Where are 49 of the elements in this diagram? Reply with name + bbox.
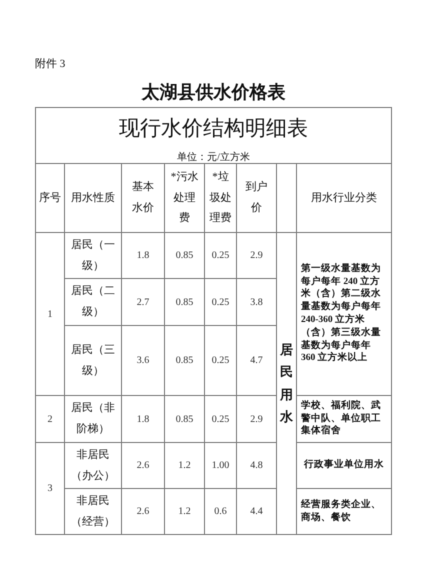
price-value: 2.6 xyxy=(136,506,150,517)
water-category: 居民（二级） xyxy=(70,284,116,320)
usage-description: 学校、福利院、武警中队、单位职工集体宿舍 xyxy=(301,400,382,438)
row-number: 2 xyxy=(48,414,52,424)
column-header: *垃圾处理费 xyxy=(208,170,232,226)
price-value: 0.6 xyxy=(214,506,227,517)
usage-description: 经营服务类企业、商场、餐饮 xyxy=(301,498,382,524)
price-value: 1.8 xyxy=(136,250,150,261)
price-value: 1.00 xyxy=(212,460,230,471)
price-value: 1.8 xyxy=(136,414,150,424)
vertical-label: 居民用水 xyxy=(280,341,293,426)
page-title: 太湖县供水价格表 xyxy=(142,82,286,102)
column-header: 序号 xyxy=(39,190,61,206)
table-title: 现行水价结构明细表 xyxy=(119,114,308,142)
price-value: 0.85 xyxy=(176,250,194,261)
price-value: 4.7 xyxy=(250,355,263,366)
water-category: 居民（一级） xyxy=(70,238,116,274)
column-header: *污水处理费 xyxy=(170,170,198,226)
price-value: 0.85 xyxy=(176,296,194,308)
water-category: 居民（三级） xyxy=(70,342,116,378)
usage-description: 行政事业单位用水 xyxy=(304,459,384,472)
column-header: 用水行业分类 xyxy=(311,190,377,206)
price-value: 3.6 xyxy=(136,355,150,366)
column-header: 到户价 xyxy=(244,180,268,216)
row-number: 3 xyxy=(48,483,52,494)
column-header: 基本水价 xyxy=(131,180,155,216)
price-value: 4.4 xyxy=(250,506,263,517)
price-value: 0.25 xyxy=(212,296,230,308)
usage-description: 第一级水量基数为每户每年 240 立方米（含）第二级水量基数为每户每年 240-360 立方米（含）第三级水量基数为每户每年 360 立方米以上 xyxy=(301,262,382,366)
price-value: 0.85 xyxy=(176,414,194,424)
unit-note: 单位：元/立方米 xyxy=(177,150,250,164)
row-number: 1 xyxy=(48,308,52,320)
price-value: 0.25 xyxy=(212,250,230,261)
price-value: 4.8 xyxy=(250,460,263,471)
price-value: 2.9 xyxy=(250,414,263,424)
price-value: 3.8 xyxy=(250,296,263,308)
water-category: 居民（非阶梯） xyxy=(70,401,116,437)
price-value: 1.2 xyxy=(178,506,191,517)
price-value: 0.25 xyxy=(212,414,230,424)
price-value: 2.9 xyxy=(250,250,263,261)
price-value: 0.25 xyxy=(212,355,230,366)
price-value: 0.85 xyxy=(176,355,194,366)
water-category: 非居民（经营） xyxy=(70,494,116,530)
attachment-label: 附件 3 xyxy=(35,57,66,71)
column-header: 用水性质 xyxy=(71,190,115,206)
price-value: 2.6 xyxy=(136,460,150,471)
water-category: 非居民（办公） xyxy=(70,448,116,484)
price-value: 1.2 xyxy=(178,460,191,471)
price-value: 2.7 xyxy=(136,296,150,308)
